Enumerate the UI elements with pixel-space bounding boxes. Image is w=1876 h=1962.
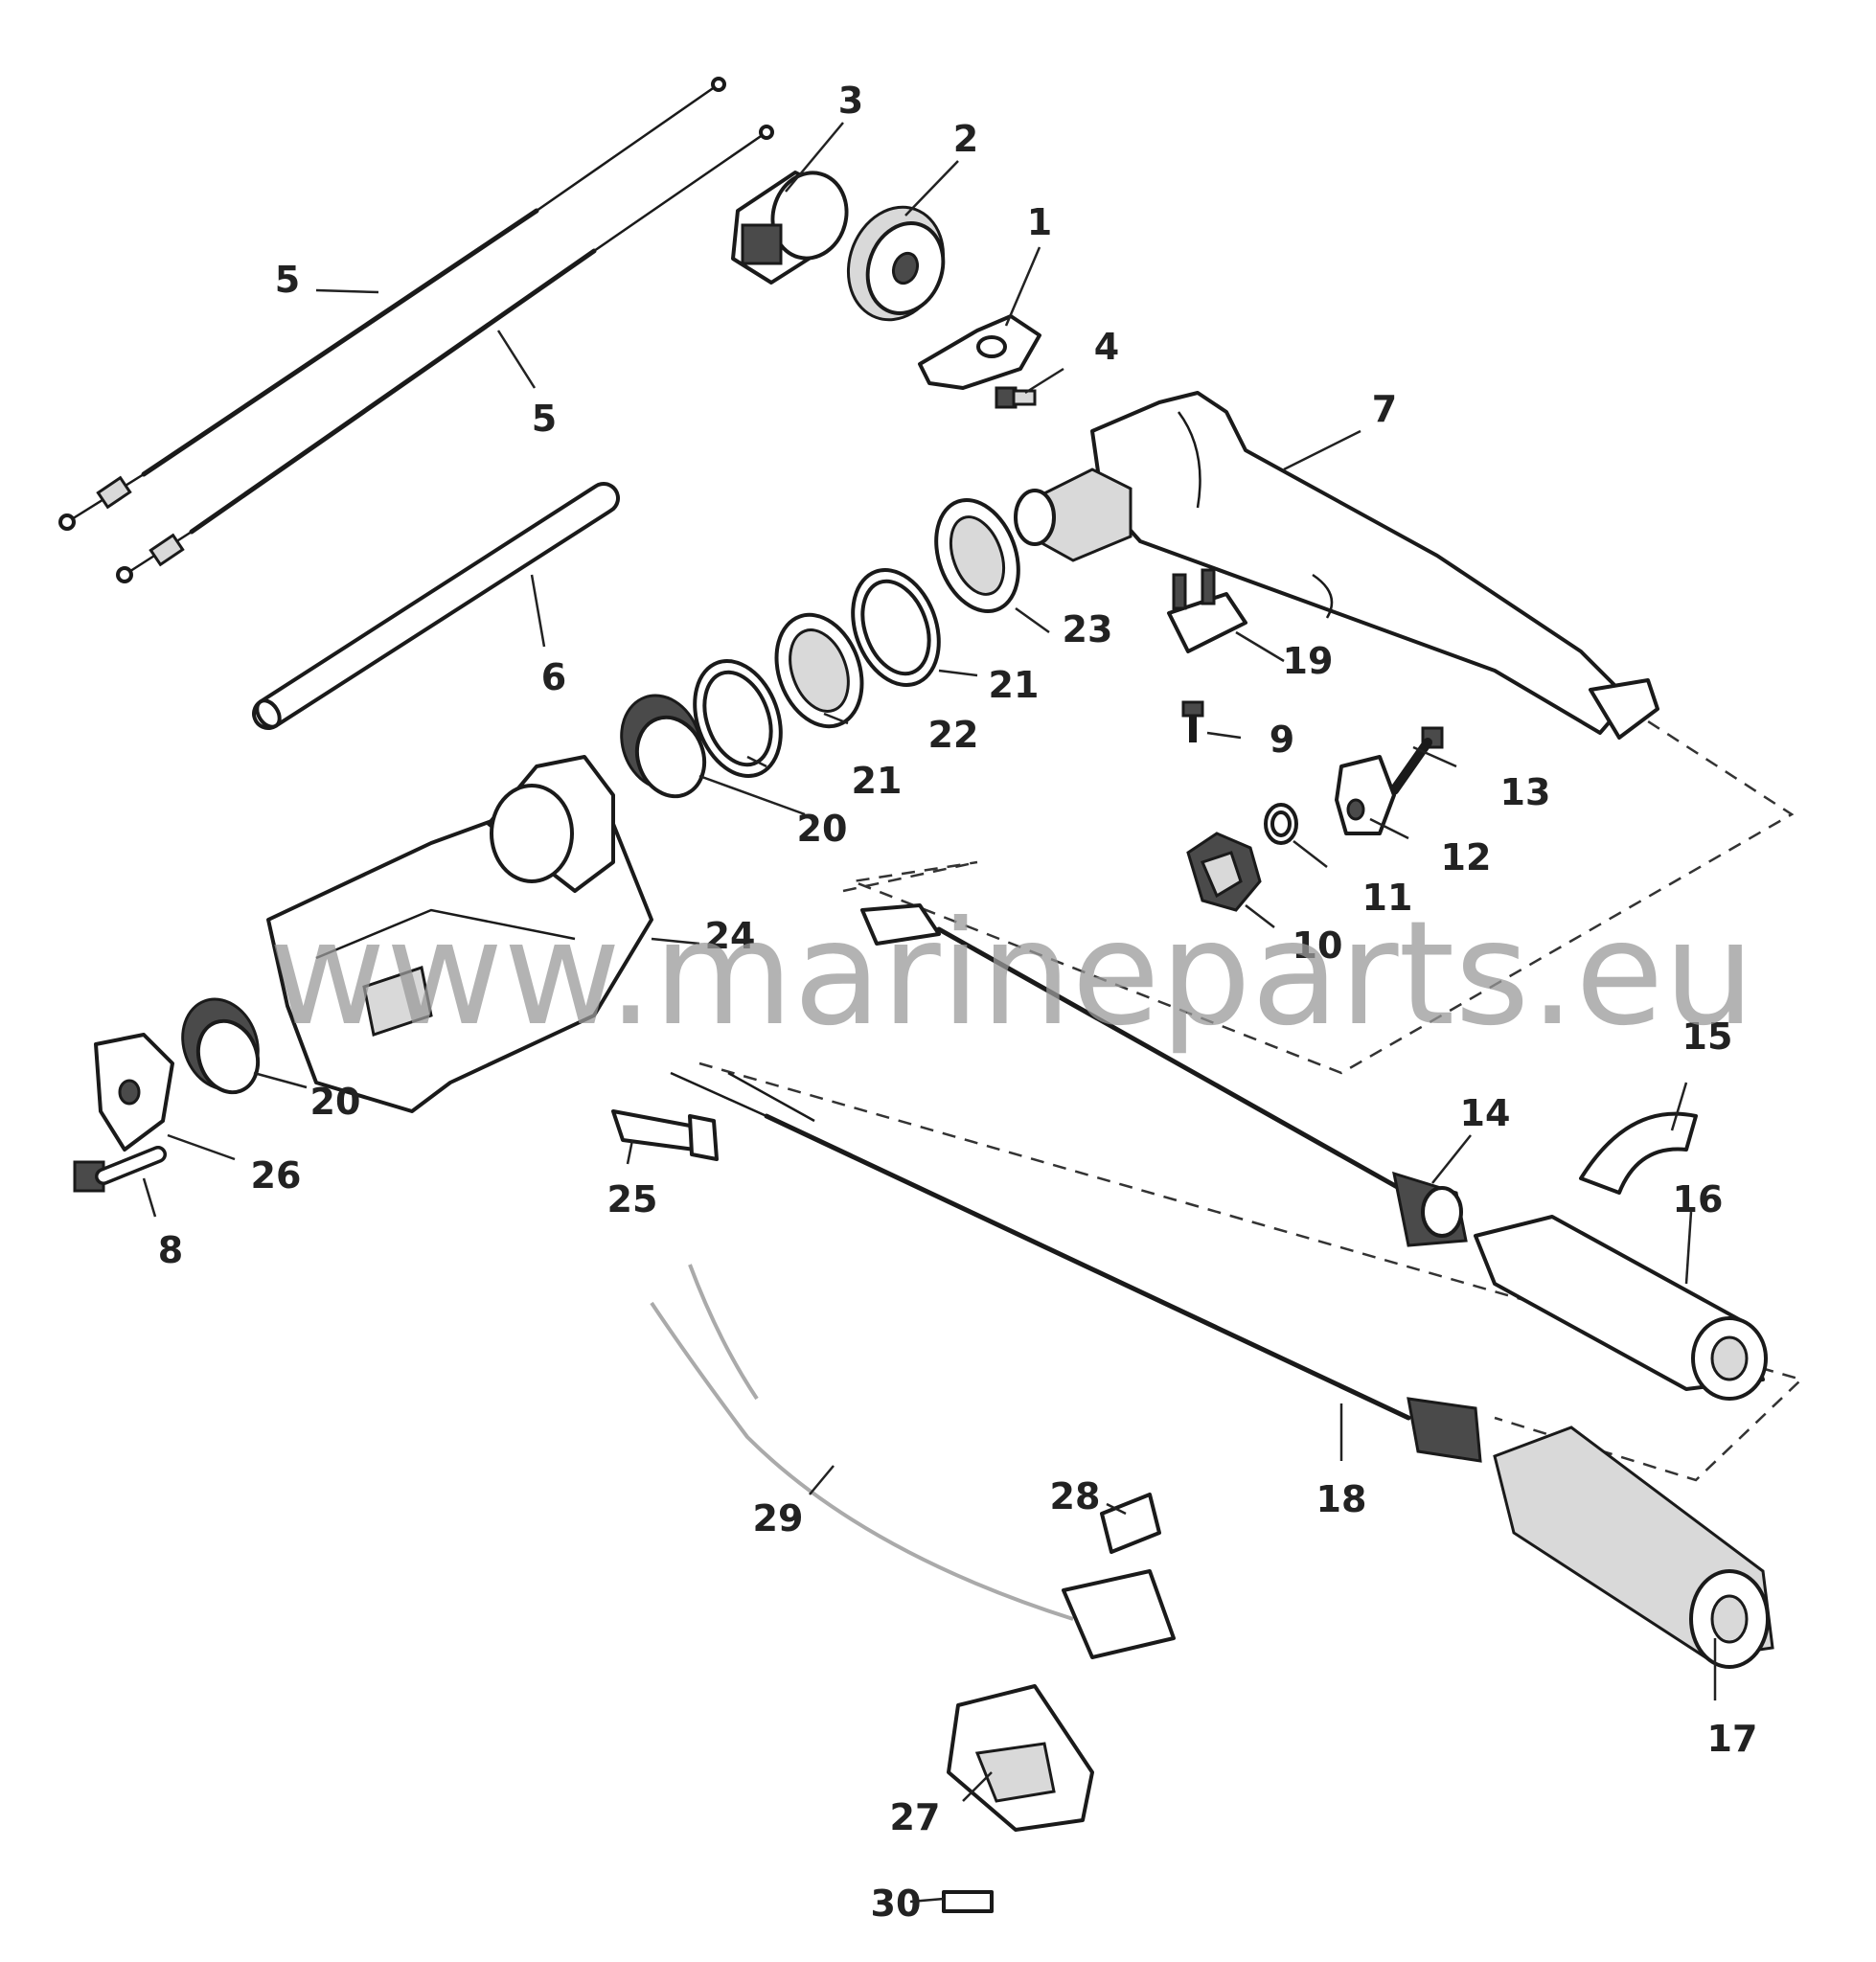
part-26-plate bbox=[94, 1033, 174, 1152]
callout-14: 14 bbox=[1460, 1092, 1511, 1134]
part-25-bolt bbox=[611, 1109, 719, 1161]
callout-18: 18 bbox=[1316, 1478, 1367, 1520]
callout-13: 13 bbox=[1500, 771, 1551, 813]
callout-21b: 21 bbox=[852, 760, 903, 802]
part-30-label bbox=[942, 1890, 994, 1913]
part-15-sleeve bbox=[1579, 1111, 1698, 1195]
callout-30: 30 bbox=[871, 1882, 922, 1925]
part-6-rod bbox=[252, 482, 620, 730]
callout-10: 10 bbox=[1293, 924, 1343, 967]
part-12-clamp bbox=[1335, 755, 1396, 835]
part-18-cable bbox=[670, 1071, 1482, 1463]
callout-5a: 5 bbox=[275, 259, 300, 301]
callout-27: 27 bbox=[890, 1796, 941, 1838]
callout-28: 28 bbox=[1050, 1475, 1101, 1517]
callout-2: 2 bbox=[953, 118, 978, 160]
callout-22: 22 bbox=[928, 714, 979, 756]
part-13-bolt bbox=[1389, 726, 1444, 795]
callout-labels: 1 2 3 4 5 5 6 7 8 9 10 11 12 13 14 15 16… bbox=[158, 80, 1758, 1925]
assembly-guide-lines bbox=[698, 707, 1804, 1482]
part-4-screw bbox=[995, 386, 1037, 409]
part-8-bolt bbox=[73, 1146, 167, 1193]
callout-15: 15 bbox=[1682, 1015, 1733, 1058]
callout-20b: 20 bbox=[310, 1081, 361, 1123]
part-16-tube bbox=[1474, 1215, 1768, 1401]
callout-21a: 21 bbox=[989, 664, 1040, 706]
callout-3: 3 bbox=[838, 80, 863, 122]
part-21-ring-lower bbox=[693, 658, 783, 779]
callout-1: 1 bbox=[1027, 201, 1052, 243]
callout-7: 7 bbox=[1372, 388, 1397, 430]
callout-26: 26 bbox=[251, 1154, 302, 1197]
part-24-housing bbox=[266, 755, 653, 1113]
callout-12: 12 bbox=[1441, 836, 1492, 878]
part-29-harness bbox=[650, 1264, 1176, 1659]
callout-9: 9 bbox=[1270, 719, 1294, 761]
part-1-plate bbox=[918, 314, 1041, 390]
callout-17: 17 bbox=[1707, 1718, 1758, 1760]
part-9-screw bbox=[1181, 700, 1204, 742]
callout-19: 19 bbox=[1283, 640, 1334, 682]
part-7-tiller-arm bbox=[1014, 391, 1659, 740]
callout-20a: 20 bbox=[797, 808, 848, 850]
part-21-ring-upper bbox=[851, 567, 941, 688]
callout-5b: 5 bbox=[532, 398, 557, 440]
part-5-cables bbox=[58, 77, 774, 583]
part-20-bushing-lower bbox=[181, 997, 261, 1095]
leader-lines bbox=[142, 122, 1717, 1904]
part-17-grip bbox=[1493, 1426, 1774, 1669]
part-19-bracket bbox=[1167, 568, 1247, 653]
part-3-friction-block bbox=[731, 171, 849, 285]
callout-23: 23 bbox=[1063, 608, 1113, 650]
callout-29: 29 bbox=[753, 1497, 804, 1540]
watermark: www.marineparts.eu bbox=[268, 891, 1755, 1058]
callout-4: 4 bbox=[1094, 326, 1119, 368]
part-23-bushing bbox=[934, 497, 1020, 614]
callout-16: 16 bbox=[1673, 1178, 1724, 1221]
part-20-bushing-upper bbox=[620, 694, 707, 799]
part-22-ring bbox=[774, 612, 864, 729]
part-14-shaft bbox=[860, 903, 1468, 1247]
callout-25: 25 bbox=[607, 1178, 658, 1221]
part-11-ring bbox=[1264, 803, 1298, 845]
part-10-knob bbox=[1186, 832, 1262, 912]
callout-11: 11 bbox=[1362, 877, 1413, 919]
callout-6: 6 bbox=[541, 656, 566, 698]
part-28-clip bbox=[1100, 1493, 1161, 1554]
callout-24: 24 bbox=[705, 915, 756, 957]
part-27-bracket bbox=[947, 1684, 1094, 1832]
callout-8: 8 bbox=[158, 1229, 183, 1271]
part-2-friction-wheel bbox=[846, 205, 946, 322]
